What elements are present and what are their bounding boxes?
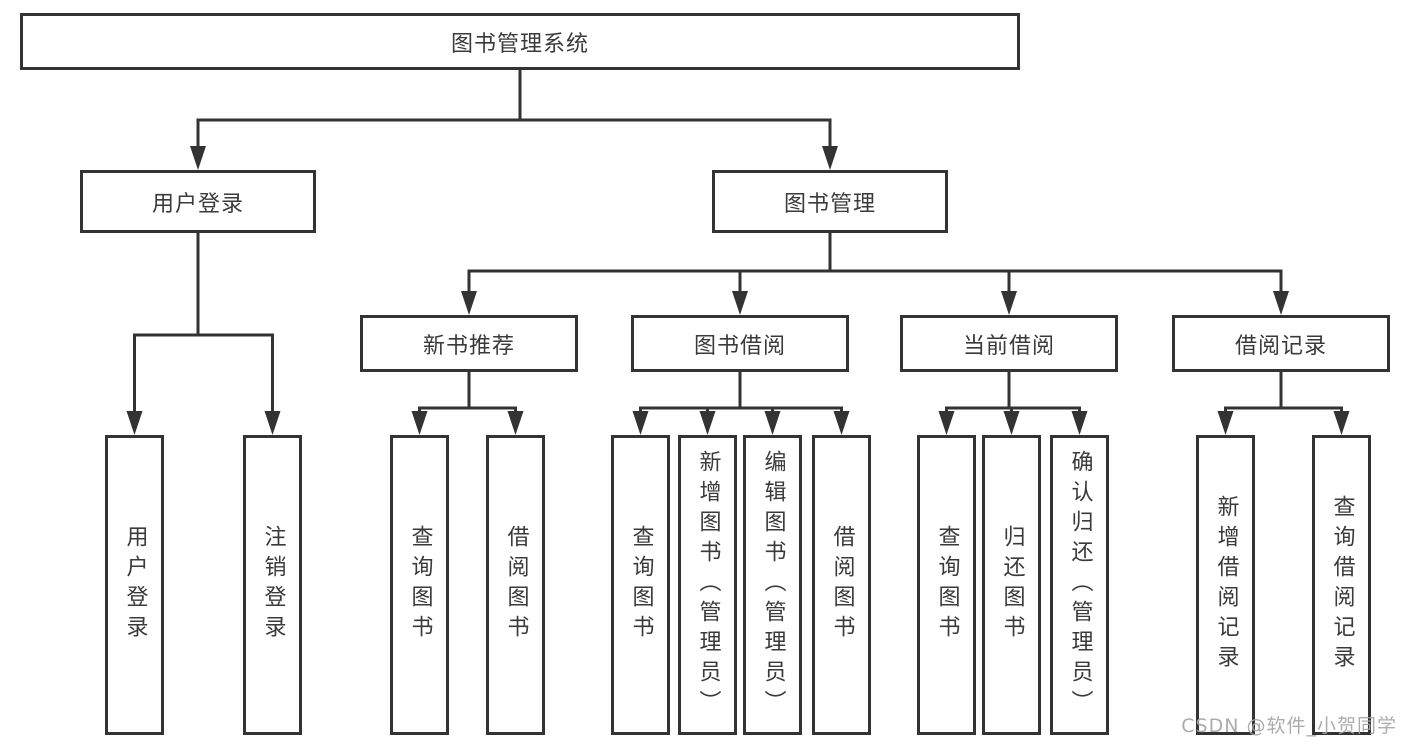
arrowhead-icon: [264, 411, 281, 435]
arrowhead-icon: [411, 411, 428, 435]
arrowhead-icon: [732, 291, 748, 315]
csdn-watermark: CSDN @软件_小贺同学: [1181, 715, 1397, 737]
arrowhead-icon: [190, 146, 206, 170]
leaf-query-books-1: 查询图书: [390, 435, 449, 735]
node-library-management-system: 图书管理系统: [20, 13, 1020, 70]
arrowhead-icon: [126, 411, 143, 435]
arrowhead-icon: [764, 411, 781, 435]
leaf-logout: 注销登录: [243, 435, 302, 735]
leaf-query-borrow-record: 查询借阅记录: [1312, 435, 1371, 735]
arrowhead-icon: [699, 411, 716, 435]
arrowhead-icon: [822, 146, 838, 170]
arrowhead-icon: [1217, 411, 1234, 435]
leaf-query-books-2: 查询图书: [611, 435, 670, 735]
arrowhead-icon: [1071, 411, 1088, 435]
arrowhead-icon: [1333, 411, 1350, 435]
leaf-edit-book-admin: 编辑图书（管理员）: [743, 435, 802, 735]
node-borrowing-records: 借阅记录: [1172, 315, 1390, 372]
node-book-management: 图书管理: [712, 170, 948, 233]
arrowhead-icon: [1273, 291, 1289, 315]
leaf-borrow-books-1: 借阅图书: [486, 435, 545, 735]
node-user-login: 用户登录: [80, 170, 316, 233]
arrowhead-icon: [1003, 411, 1020, 435]
leaf-add-borrow-record: 新增借阅记录: [1196, 435, 1255, 735]
node-new-book-recommendation: 新书推荐: [360, 315, 578, 372]
arrowhead-icon: [938, 411, 955, 435]
arrowhead-icon: [833, 411, 850, 435]
node-current-borrowing: 当前借阅: [900, 315, 1118, 372]
arrowhead-icon: [1001, 291, 1017, 315]
leaf-confirm-return-admin: 确认归还（管理员）: [1050, 435, 1109, 735]
node-book-borrowing: 图书借阅: [631, 315, 849, 372]
leaf-user-login: 用户登录: [105, 435, 164, 735]
leaf-borrow-books-2: 借阅图书: [812, 435, 871, 735]
arrowhead-icon: [632, 411, 649, 435]
arrowhead-icon: [507, 411, 524, 435]
leaf-return-book: 归还图书: [982, 435, 1041, 735]
arrowhead-icon: [461, 291, 477, 315]
leaf-add-book-admin: 新增图书（管理员）: [678, 435, 737, 735]
leaf-query-books-3: 查询图书: [917, 435, 976, 735]
